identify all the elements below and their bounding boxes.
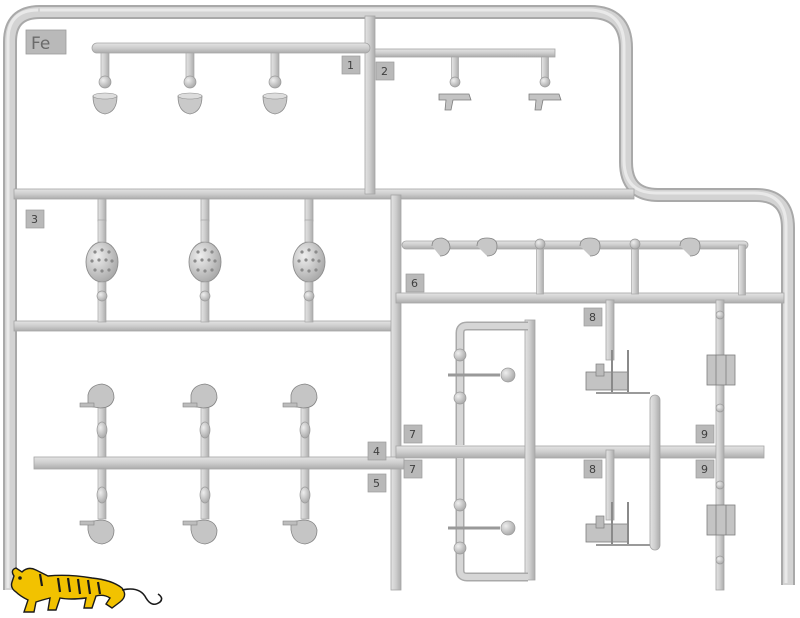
part-tag-4-label: 4: [373, 445, 380, 458]
part-tag-1-label: 1: [347, 59, 354, 72]
part-group-4-5-holsters: [79, 383, 318, 545]
part-tag-6-label: 6: [411, 277, 418, 290]
sprue-code-label: Fe: [31, 34, 50, 54]
part-tag-2: 2: [375, 61, 395, 81]
tiger-logo: [10, 567, 163, 613]
part-group-1-helmets: [92, 52, 288, 115]
sprue-frame: [3, 5, 795, 590]
part-tag-7b-label: 7: [409, 463, 416, 476]
part-tag-6: 6: [405, 273, 425, 293]
part-group-8-bipods: [585, 350, 650, 546]
sprue-code-tag: Fe: [25, 29, 67, 55]
part-group-3-grenades: [85, 219, 326, 323]
part-group-6-clips: [431, 237, 746, 296]
part-number-tags: 1 2 3 4 5 6 7 7: [25, 55, 715, 493]
part-tag-5: 5: [367, 473, 387, 493]
part-tag-7b: 7: [403, 459, 423, 479]
part-group-2-weapons: [438, 56, 562, 111]
part-tag-3-label: 3: [31, 213, 38, 226]
part-tag-9a: 9: [695, 424, 715, 444]
part-tag-8b: 8: [583, 459, 603, 479]
part-tag-1: 1: [341, 55, 361, 75]
part-tag-8a-label: 8: [589, 311, 596, 324]
part-group-7-frames: [448, 321, 528, 582]
part-tag-3: 3: [25, 209, 45, 229]
part-tag-9a-label: 9: [701, 428, 708, 441]
part-tag-4: 4: [367, 441, 387, 461]
part-group-7-joints: [453, 348, 516, 555]
runners: [13, 15, 785, 591]
part-tag-8a: 8: [583, 307, 603, 327]
part-tag-5-label: 5: [373, 477, 380, 490]
part-tag-2-label: 2: [381, 65, 388, 78]
part-tag-7a: 7: [403, 424, 423, 444]
part-group-9-magazines: [706, 310, 736, 565]
part-tag-7a-label: 7: [409, 428, 416, 441]
part-tag-9b: 9: [695, 459, 715, 479]
part-tag-8b-label: 8: [589, 463, 596, 476]
part-tag-9b-label: 9: [701, 463, 708, 476]
